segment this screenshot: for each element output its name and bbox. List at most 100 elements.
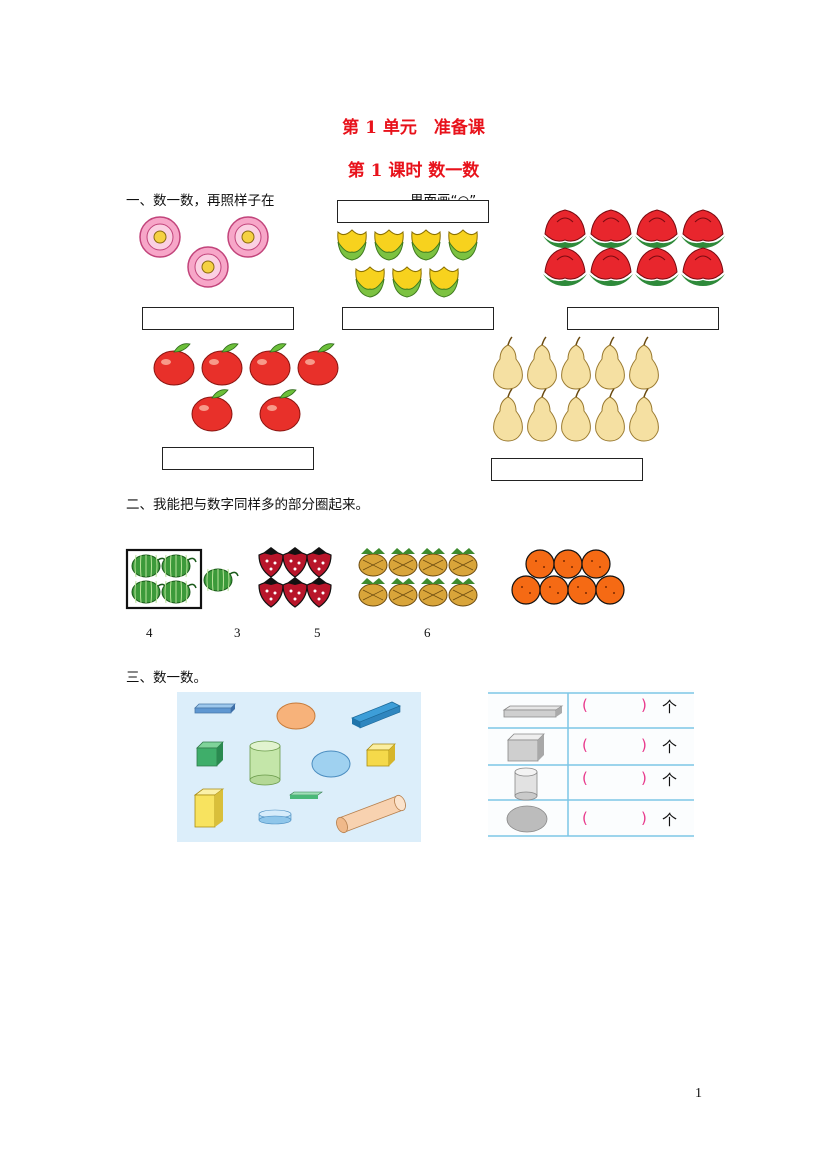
apple-icon — [259, 389, 301, 432]
pineapples-group — [358, 548, 478, 607]
rose-icon — [589, 247, 633, 286]
orange-icon — [525, 549, 555, 579]
apple-icon — [191, 389, 233, 432]
tulip-icon — [429, 266, 459, 298]
cube-icon — [507, 733, 545, 762]
answer-open-paren: ( — [582, 769, 588, 787]
example-answer-box[interactable] — [337, 200, 489, 223]
answer-input-cuboid[interactable] — [593, 696, 637, 716]
number-label: 6 — [424, 625, 431, 640]
flower-icon — [139, 216, 181, 258]
pineapple-icon — [388, 578, 418, 607]
unit-title: 第 1 单元 准备课 — [342, 118, 485, 138]
pear-icon — [629, 388, 659, 442]
page-number: 1 — [695, 1086, 702, 1101]
pear-icon — [561, 336, 591, 390]
apple-icon — [153, 343, 195, 386]
number-label: 5 — [314, 625, 321, 640]
unit-label: 个 — [662, 738, 678, 756]
answer-box-flowers[interactable] — [142, 307, 294, 330]
answer-input-sphere[interactable] — [593, 809, 637, 829]
pear-icon — [561, 388, 591, 442]
orange-icon — [539, 575, 569, 605]
strawberry-icon — [258, 577, 284, 608]
watermelon-icon — [161, 580, 197, 604]
answer-box-apples[interactable] — [162, 447, 314, 470]
unit-label: 个 — [662, 811, 678, 829]
flower-icon — [227, 216, 269, 258]
cuboid-long-icon — [351, 701, 401, 729]
apple-icon — [201, 343, 243, 386]
answer-close-paren: ) — [641, 696, 647, 714]
pear-icon — [595, 336, 625, 390]
watermelon-icon — [131, 580, 167, 604]
cuboid-flat-icon — [194, 703, 236, 714]
sphere-icon — [311, 750, 351, 778]
apple-icon — [249, 343, 291, 386]
rose-icon — [635, 209, 679, 248]
sphere-icon — [506, 805, 548, 833]
flower-icon — [187, 246, 229, 288]
unit-label: 个 — [662, 771, 678, 789]
answer-box-tulips[interactable] — [342, 307, 494, 330]
pear-icon — [493, 388, 523, 442]
watermelon-icon — [161, 554, 197, 578]
orange-icon — [553, 549, 583, 579]
rose-icon — [543, 209, 587, 248]
answer-input-cylinder[interactable] — [593, 769, 637, 789]
pear-icon — [595, 388, 625, 442]
number-label: 3 — [234, 625, 241, 640]
answer-open-paren: ( — [582, 696, 588, 714]
tulip-icon — [448, 229, 478, 261]
answer-close-paren: ) — [641, 809, 647, 827]
strawberry-icon — [258, 547, 284, 578]
answer-box-pears[interactable] — [491, 458, 643, 481]
cuboid-tall-icon — [193, 788, 225, 828]
watermelon-icon — [131, 554, 167, 578]
answer-close-paren: ) — [641, 736, 647, 754]
tulip-icon — [355, 266, 385, 298]
strawberry-icon — [306, 547, 332, 578]
strawberry-icon — [282, 547, 308, 578]
pineapple-icon — [358, 548, 388, 577]
answer-close-paren: ) — [641, 769, 647, 787]
rose-icon — [635, 247, 679, 286]
apples-group — [153, 343, 339, 432]
oranges-group — [511, 549, 625, 605]
cube-icon — [366, 743, 396, 767]
answer-input-cube[interactable] — [593, 736, 637, 756]
orange-icon — [595, 575, 625, 605]
rose-icon — [589, 209, 633, 248]
strawberry-icon — [282, 577, 308, 608]
cylinder-icon — [258, 809, 292, 825]
shapes-picture — [177, 692, 421, 842]
rose-icon — [681, 209, 725, 248]
answer-box-roses[interactable] — [567, 307, 719, 330]
cuboid-flat-icon — [289, 791, 323, 799]
section1-prompt-left: 一、数一数，再照样子在 — [126, 193, 275, 209]
orange-icon — [567, 575, 597, 605]
apple-icon — [297, 343, 339, 386]
rose-icon — [681, 247, 725, 286]
watermelons-group — [125, 548, 239, 610]
tulip-icon — [337, 229, 367, 261]
roses-group — [543, 209, 725, 286]
strawberry-icon — [306, 577, 332, 608]
pear-icon — [629, 336, 659, 390]
tulip-icon — [392, 266, 422, 298]
count-table — [488, 690, 694, 840]
sphere-icon — [276, 702, 316, 730]
strawberries-group — [258, 547, 332, 608]
pineapple-icon — [448, 548, 478, 577]
section2-prompt: 二、我能把与数字同样多的部分圈起来。 — [126, 497, 369, 513]
watermelon-icon — [203, 568, 239, 592]
rose-icon — [543, 247, 587, 286]
pear-icon — [493, 336, 523, 390]
selection-frame — [125, 548, 203, 610]
flowers-group — [139, 216, 269, 288]
cylinder-lying-icon — [336, 794, 406, 834]
section3-prompt: 三、数一数。 — [126, 670, 207, 686]
pears-group — [493, 336, 659, 442]
lesson-title: 第 1 课时 数一数 — [347, 161, 480, 181]
pear-icon — [527, 336, 557, 390]
